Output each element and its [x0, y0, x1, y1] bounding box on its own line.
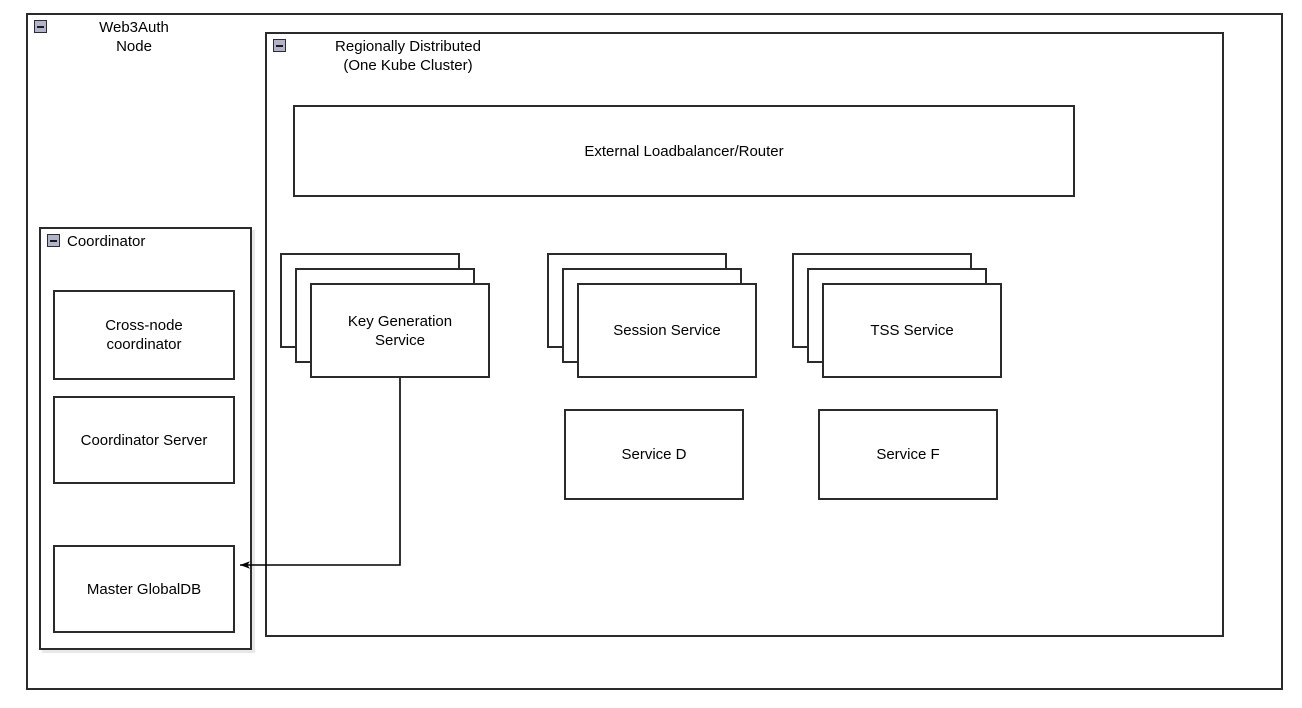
- service-stack-front-session-service[interactable]: Session Service: [577, 283, 757, 378]
- service-stack-session-service[interactable]: Session Service: [547, 253, 757, 378]
- node-external-loadbalancer-router[interactable]: External Loadbalancer/Router: [293, 105, 1075, 197]
- node-label-session-service: Session Service: [613, 322, 721, 339]
- service-stack-key-generation-service[interactable]: Key Generation Service: [280, 253, 490, 378]
- service-stack-front-tss-service[interactable]: TSS Service: [822, 283, 1002, 378]
- collapse-minus-icon-web3auth-node[interactable]: [34, 20, 47, 33]
- node-label-coordinator-server: Coordinator Server: [80, 431, 208, 449]
- node-label-key-generation-service: Key Generation Service: [347, 312, 453, 349]
- node-label-tss-service: TSS Service: [870, 322, 954, 339]
- service-stack-front-key-generation-service[interactable]: Key Generation Service: [310, 283, 490, 378]
- node-label-service-f: Service F: [876, 446, 940, 463]
- node-cross-node-coordinator[interactable]: Cross-node coordinator: [53, 290, 235, 380]
- node-master-globaldb[interactable]: Master GlobalDB: [53, 545, 235, 633]
- node-coordinator-server[interactable]: Coordinator Server: [53, 396, 235, 484]
- collapse-minus-icon-coordinator[interactable]: [47, 234, 60, 247]
- node-service-f[interactable]: Service F: [818, 409, 998, 500]
- node-label-cross-node-coordinator: Cross-node coordinator: [105, 317, 183, 353]
- node-label-master-globaldb: Master GlobalDB: [86, 580, 202, 598]
- group-label-regionally-distributed: Regionally Distributed (One Kube Cluster…: [335, 38, 481, 74]
- collapse-minus-icon-regionally-distributed[interactable]: [273, 39, 286, 52]
- node-label-service-d: Service D: [621, 446, 687, 463]
- group-label-web3auth-node: Web3Auth Node: [99, 19, 169, 55]
- group-label-coordinator: Coordinator: [67, 233, 146, 250]
- node-service-d[interactable]: Service D: [564, 409, 744, 500]
- service-stack-tss-service[interactable]: TSS Service: [792, 253, 1002, 378]
- node-label-external-loadbalancer-router: External Loadbalancer/Router: [584, 142, 784, 160]
